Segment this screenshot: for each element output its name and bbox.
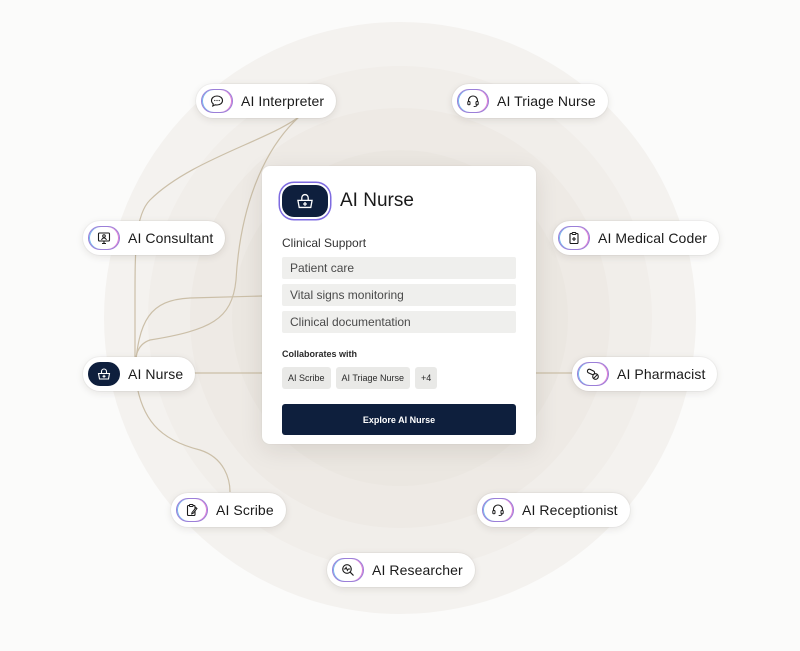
node-label: AI Receptionist — [522, 502, 618, 518]
node-ai-interpreter[interactable]: AI Interpreter — [196, 84, 337, 118]
node-label: AI Interpreter — [241, 93, 325, 109]
monitor-doctor-icon — [88, 226, 120, 250]
section-label: Clinical Support — [282, 236, 367, 250]
node-label: AI Medical Coder — [598, 230, 707, 246]
node-ai-nurse[interactable]: AI Nurse — [83, 357, 196, 391]
support-item: Vital signs monitoring — [282, 284, 516, 306]
notepad-pen-icon — [176, 498, 208, 522]
node-ai-researcher[interactable]: AI Researcher — [327, 553, 475, 587]
node-ai-consultant[interactable]: AI Consultant — [83, 221, 226, 255]
node-ai-scribe[interactable]: AI Scribe — [171, 493, 286, 527]
node-label: AI Consultant — [128, 230, 214, 246]
card-header: AI Nurse — [282, 184, 516, 218]
card-title: AI Nurse — [340, 190, 414, 211]
headset-icon — [482, 498, 514, 522]
node-ai-medical-coder[interactable]: AI Medical Coder — [553, 221, 719, 255]
collaborator-chip[interactable]: AI Scribe — [282, 367, 331, 389]
node-ai-pharmacist[interactable]: AI Pharmacist — [572, 357, 718, 391]
magnifier-pulse-icon — [332, 558, 364, 582]
node-label: AI Researcher — [372, 562, 463, 578]
support-list: Patient care Vital signs monitoring Clin… — [282, 257, 516, 333]
clipboard-plus-icon — [558, 226, 590, 250]
headset-icon — [457, 89, 489, 113]
collaborator-chips: AI Scribe AI Triage Nurse +4 — [282, 367, 516, 389]
support-item: Patient care — [282, 257, 516, 279]
collaborator-more-chip[interactable]: +4 — [415, 367, 438, 389]
medkit-icon — [282, 185, 328, 217]
node-label: AI Nurse — [128, 366, 184, 382]
node-ai-triage-nurse[interactable]: AI Triage Nurse — [452, 84, 608, 118]
explore-button[interactable]: Explore AI Nurse — [282, 404, 516, 435]
chat-bubble-icon — [201, 89, 233, 113]
node-label: AI Pharmacist — [617, 366, 706, 382]
node-label: AI Triage Nurse — [497, 93, 596, 109]
node-label: AI Scribe — [216, 502, 274, 518]
medkit-icon — [88, 362, 120, 386]
collaborator-chip[interactable]: AI Triage Nurse — [335, 367, 411, 389]
node-ai-receptionist[interactable]: AI Receptionist — [477, 493, 630, 527]
support-item: Clinical documentation — [282, 311, 516, 333]
agent-detail-card: AI Nurse Clinical Support Patient care V… — [262, 166, 536, 444]
collab-label: Collaborates with — [282, 349, 358, 359]
pills-icon — [577, 362, 609, 386]
